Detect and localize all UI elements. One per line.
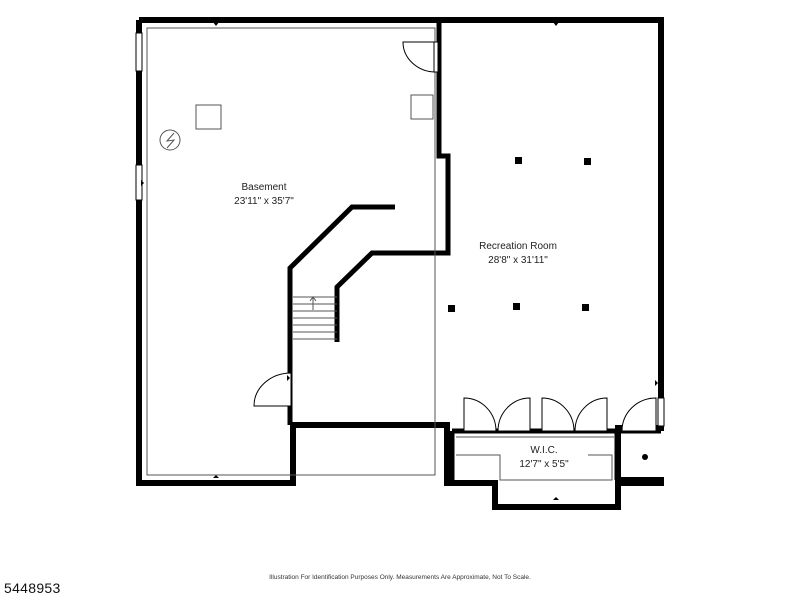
- window-left-1: [135, 32, 143, 72]
- columns: [448, 157, 648, 460]
- closet-door-1: [463, 397, 497, 432]
- wic-dimensions: 12'7" x 5'5": [519, 459, 569, 470]
- water-heater: [410, 94, 434, 120]
- wic-label: W.I.C. 12'7" x 5'5": [494, 444, 594, 472]
- door-frame-right: [433, 41, 439, 73]
- basement-inner-outline: [146, 27, 436, 476]
- recreation-room-name: Recreation Room: [479, 241, 557, 252]
- basement-dimensions: 23'11" x 35'7": [234, 196, 294, 207]
- basement-outer-wall: [136, 17, 664, 510]
- tick-markers: [141, 22, 658, 500]
- disclaimer-text: Illustration For Identification Purposes…: [269, 574, 531, 581]
- closet-door-2: [497, 397, 531, 432]
- fixtures: [159, 94, 434, 151]
- utility-box: [195, 104, 222, 130]
- listing-id: 5448953: [4, 580, 61, 596]
- exterior-walls: [136, 17, 664, 510]
- partition-wall-upper: [334, 20, 451, 342]
- column: [515, 157, 522, 164]
- stair-wall: [287, 204, 395, 425]
- windows: [135, 32, 665, 427]
- column: [584, 158, 591, 165]
- basement-label: Basement 23'11" x 35'7": [214, 181, 314, 209]
- thin-lines: [146, 27, 614, 481]
- closet-door-5: [621, 397, 657, 432]
- closet-door-3: [541, 397, 575, 432]
- column: [582, 304, 589, 311]
- wic-shelf-line: [456, 454, 613, 481]
- door-basement-bottom: [253, 372, 292, 407]
- column: [513, 303, 520, 310]
- door-basement-top: [402, 41, 437, 73]
- floor-drain: [642, 454, 648, 460]
- wic-name: W.I.C.: [530, 445, 558, 456]
- recreation-room-label: Recreation Room 28'8" x 31'11": [458, 240, 578, 268]
- basement-name: Basement: [241, 182, 287, 193]
- recreation-room-dimensions: 28'8" x 31'11": [488, 255, 548, 266]
- staircase-icon: [293, 296, 337, 340]
- column: [448, 305, 455, 312]
- electrical-panel-icon: [159, 129, 181, 151]
- window-right-1: [657, 397, 665, 427]
- closet-door-4: [574, 397, 608, 432]
- doors: [253, 41, 657, 432]
